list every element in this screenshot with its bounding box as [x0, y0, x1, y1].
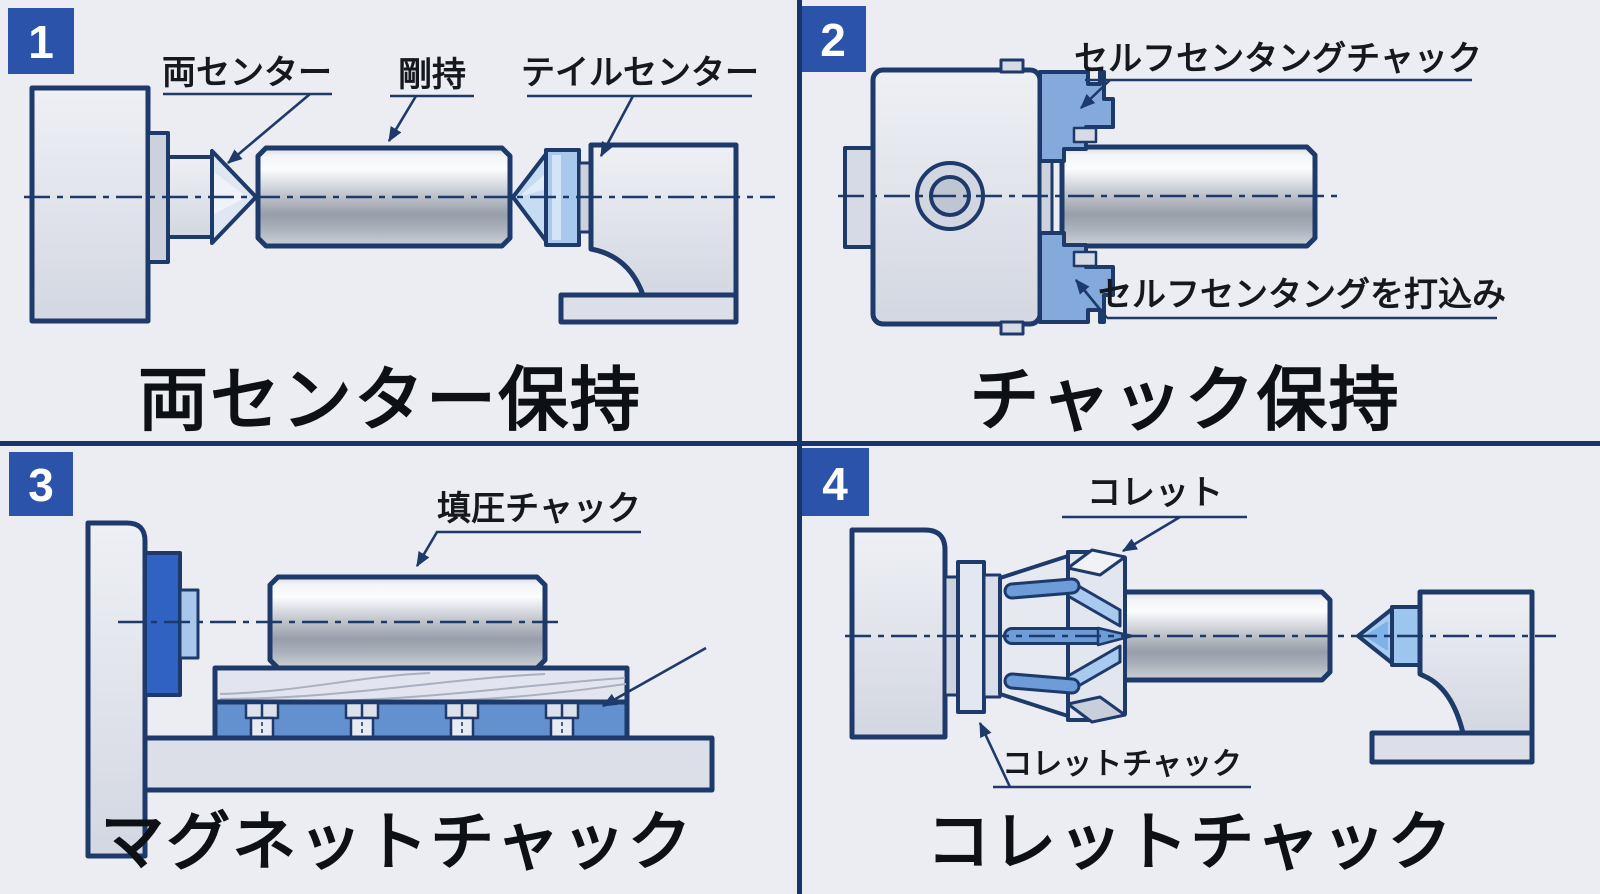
t-bolt [244, 701, 280, 740]
panel-collet-chuck: コレット コレットチャック コレットチャック 4 [801, 448, 1556, 878]
spindle-wall [849, 527, 948, 740]
horizontal-divider [0, 441, 1600, 446]
label-self-centering-chuck: セルフセンタングチャック [1074, 40, 1482, 78]
panel-magnet-chuck: 填圧チャック マグネットチャック 3 [9, 452, 715, 878]
panel-number-badge [800, 6, 866, 72]
panel-number: 4 [822, 458, 848, 510]
headstock-block [29, 85, 151, 324]
panel-chuck-holding: セルフセンタングチャック セルフセンタングを打込み チャック保持 2 [800, 6, 1506, 439]
panel-number: 1 [28, 16, 54, 68]
label-press-chuck: 填圧チャック [437, 490, 641, 528]
panel-title: チャック保持 [969, 361, 1400, 439]
tail-sleeve-highlight [552, 155, 561, 240]
leader-arrow [415, 531, 439, 568]
label-collet: コレット [1087, 474, 1223, 512]
leader-arrow [1121, 515, 1181, 553]
t-bolt [444, 701, 480, 740]
t-bolt [544, 701, 580, 740]
jaw-insert-top [1072, 126, 1098, 144]
panel-number-badge [9, 452, 73, 516]
leader-arrow [978, 721, 1012, 788]
panel-title: マグネットチャック [100, 806, 693, 878]
tailstock-foot [1369, 730, 1535, 765]
panel-title: 両センター保持 [138, 361, 642, 439]
magnet-pointer-arrow [601, 646, 707, 708]
panel-number: 3 [28, 459, 54, 511]
spindle-flange [843, 146, 875, 249]
panel-number: 2 [820, 14, 846, 66]
machine-bed [142, 735, 715, 793]
leader-arrow [599, 95, 635, 158]
label-rigid-hold: 剛持 [398, 56, 466, 94]
tailstock-foot [558, 292, 739, 325]
jaw-insert-bottom [1072, 250, 1098, 268]
field-line [219, 673, 546, 700]
leader-arrow [1080, 79, 1111, 109]
t-bolt [344, 701, 380, 740]
label-both-centers: 両センター [162, 54, 332, 92]
chuck-tab-top [999, 58, 1025, 74]
label-self-centering-drive: セルフセンタングを打込み [1098, 276, 1506, 314]
collet-head-bottom-face [1066, 695, 1127, 724]
label-tail-center: テイルセンター [521, 54, 759, 92]
tail-cone-highlight [519, 173, 546, 197]
chuck-tab-bottom [999, 320, 1025, 336]
leader-arrow [1074, 279, 1109, 319]
spindle-nose [178, 588, 200, 660]
label-collet-chuck: コレットチャック [1002, 748, 1242, 781]
panel-number-badge [801, 448, 869, 516]
chuck-jaw-bottom [1038, 231, 1115, 324]
panel-number-badge [8, 8, 74, 74]
leader-arrow [387, 95, 418, 143]
panel-title: コレットチャック [926, 806, 1453, 878]
spindle-flange-blue [143, 551, 182, 697]
panel-both-centers: 両センター 剛持 テイルセンター 両センター保持 1 [8, 8, 775, 439]
t-bolts [244, 701, 580, 740]
leader-arrow [227, 93, 311, 164]
cone-highlight [214, 172, 247, 214]
field-line [219, 672, 431, 695]
collet-head-top-face [1066, 548, 1127, 577]
vertical-divider [797, 0, 802, 894]
